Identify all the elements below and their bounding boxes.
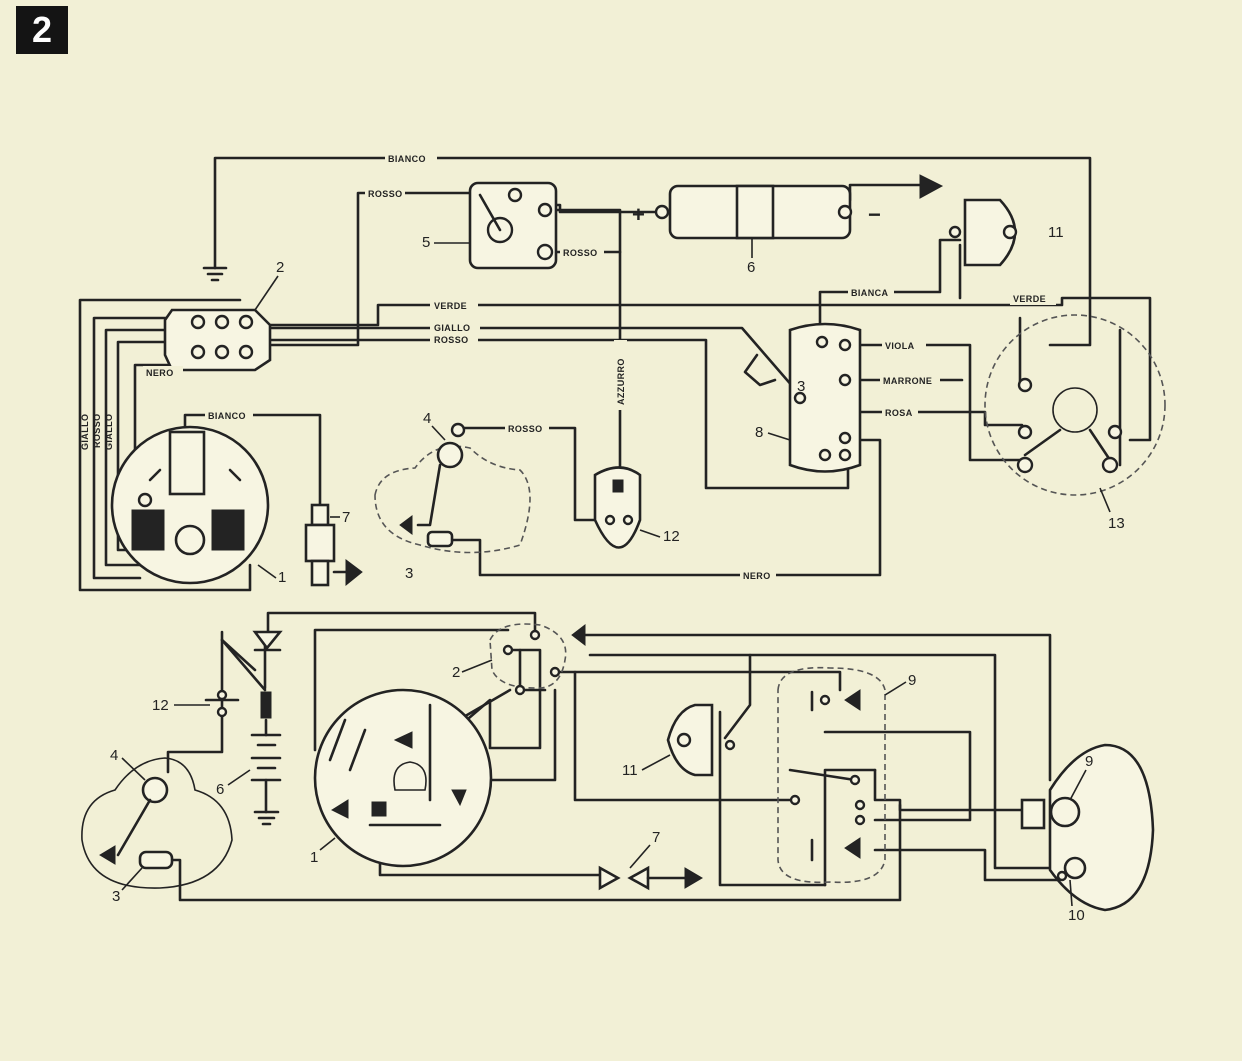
label-rosso-regulator: ROSSO [563, 248, 598, 258]
switch-12-bottom [204, 689, 240, 718]
label-rosso-battery: ROSSO [368, 189, 403, 199]
num-b12: 12 [152, 697, 169, 714]
label-bianca-right: BIANCA [851, 288, 888, 298]
num-8: 8 [755, 424, 763, 441]
switch-8 [788, 322, 862, 473]
num-1: 1 [278, 569, 286, 586]
num-b7: 7 [652, 829, 660, 846]
num-3-top: 3 [797, 378, 805, 395]
bottom-wires [166, 611, 1062, 902]
num-b10: 10 [1068, 907, 1085, 924]
switch-12 [593, 466, 642, 549]
battery-6-bottom [250, 718, 282, 826]
tail-lamp-4 [374, 422, 531, 554]
label-rosa: ROSA [885, 408, 913, 418]
switch-box [777, 666, 886, 884]
label-azzurro: AZZURRO [616, 358, 626, 405]
label-rosso-mid: ROSSO [434, 335, 469, 345]
label-verde-mid: VERDE [434, 301, 467, 311]
num-b2: 2 [452, 664, 460, 681]
spark-plug-7 [304, 503, 363, 587]
num-5: 5 [422, 234, 430, 251]
num-12: 12 [663, 528, 680, 545]
lamp-11-bottom [666, 703, 736, 777]
wire-labels: BIANCO ROSSO VERDE GIALLO ROSSO NERO BIA… [80, 152, 1056, 582]
num-b-switch: 9 [908, 672, 916, 689]
num-13: 13 [1108, 515, 1125, 532]
label-giallo-mid: GIALLO [434, 323, 470, 333]
magneto-1-bottom [313, 688, 493, 868]
headlamp-9 [1020, 743, 1155, 912]
num-4: 4 [423, 410, 431, 427]
battery-6 [654, 174, 944, 240]
label-bianco-ignition: BIANCO [208, 411, 246, 421]
diode-rectifier [252, 630, 283, 719]
label-marrone: MARRONE [883, 376, 932, 386]
top-component-numbers: 1 2 3 3 4 5 6 7 8 11 12 13 [254, 224, 1125, 586]
label-giallo-v1: GIALLO [80, 414, 90, 450]
num-3: 3 [405, 565, 413, 582]
bottom-component-numbers: 1 2 3 4 6 7 9 10 11 12 9 [110, 659, 1093, 924]
label-nero-bottom: NERO [743, 571, 771, 581]
regulator-5 [468, 181, 558, 270]
num-6: 6 [747, 259, 755, 276]
num-b9: 9 [1085, 753, 1093, 770]
label-giallo-v2: GIALLO [104, 414, 114, 450]
horn-switch-13 [984, 314, 1166, 496]
tail-lamp-4-bottom [81, 757, 233, 889]
battery-minus: − [868, 202, 881, 227]
label-nero-left: NERO [146, 368, 174, 378]
num-b4: 4 [110, 747, 118, 764]
num-11: 11 [1048, 224, 1064, 241]
num-b11: 11 [622, 762, 638, 779]
num-b3: 3 [112, 888, 120, 905]
label-rosso-tail: ROSSO [508, 424, 543, 434]
num-7: 7 [342, 509, 350, 526]
spark-plug-7-bottom [598, 865, 703, 891]
battery-plus: + [632, 202, 645, 227]
label-verde-right: VERDE [1013, 294, 1046, 304]
label-viola: VIOLA [885, 341, 915, 351]
num-b1: 1 [310, 849, 318, 866]
magneto-1 [110, 425, 270, 585]
ground-arrow [571, 623, 586, 647]
num-2: 2 [276, 259, 284, 276]
figure-number-badge: 2 [16, 6, 68, 54]
lamp-11 [948, 198, 1018, 267]
label-rosso-v: ROSSO [92, 413, 102, 448]
label-bianco-top: BIANCO [388, 154, 426, 164]
num-b6: 6 [216, 781, 224, 798]
junction-block-2 [163, 308, 272, 372]
junction-2-bottom [489, 623, 567, 696]
